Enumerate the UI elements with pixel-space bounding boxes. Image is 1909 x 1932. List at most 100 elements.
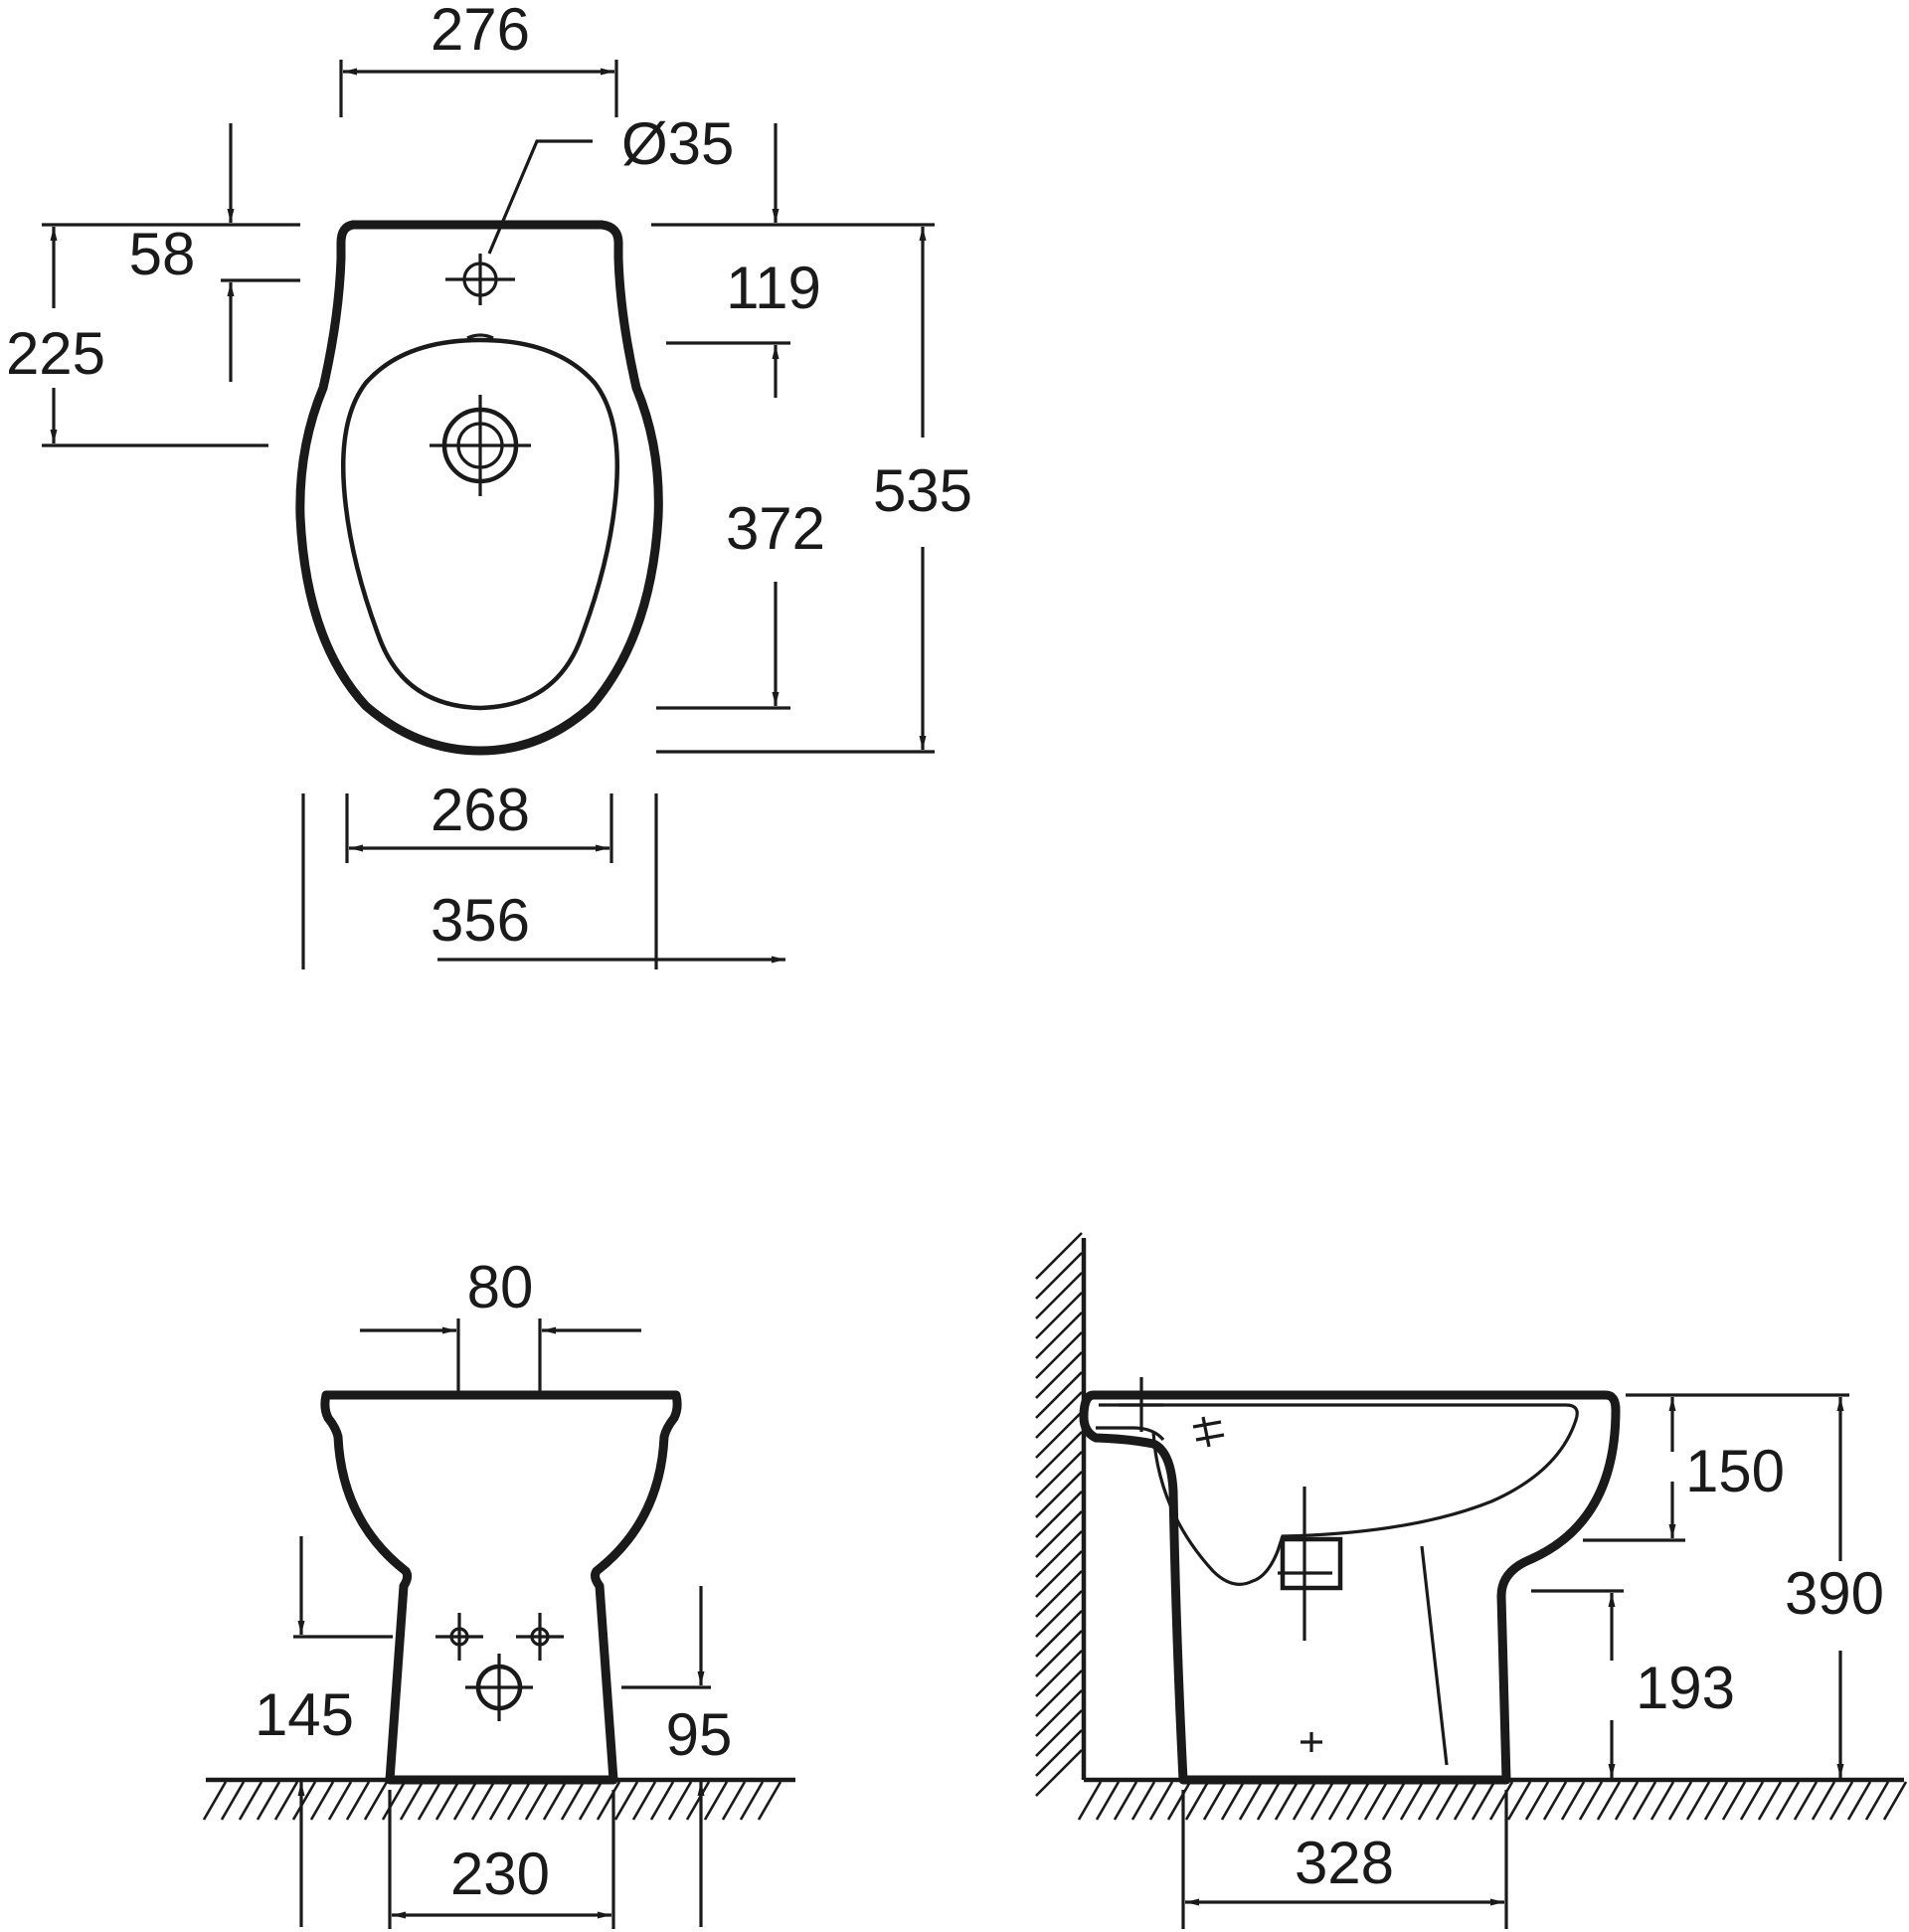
- hatch-line: [1035, 1331, 1083, 1379]
- hatch-line: [1035, 1570, 1083, 1618]
- hatch-line: [220, 1781, 246, 1821]
- hatch-line: [1035, 1292, 1083, 1339]
- hatch-line: [1238, 1781, 1264, 1821]
- dim-overall-width: 356: [431, 887, 530, 954]
- hatch-line: [1488, 1781, 1514, 1821]
- hatch-line: [1035, 1351, 1083, 1399]
- dim-inlet-height-left: 145: [255, 1681, 354, 1748]
- hatch-line: [596, 1781, 621, 1821]
- hatch-line: [649, 1781, 675, 1821]
- hatch-line: [1035, 1451, 1083, 1498]
- floor-hatching-side: [1077, 1781, 1908, 1821]
- hatch-line: [1035, 1550, 1083, 1598]
- hatch-line: [1202, 1781, 1228, 1821]
- dim-rim-to-bowl: 150: [1685, 1438, 1785, 1504]
- hatch-line: [1035, 1431, 1083, 1479]
- dim-overall-width-top: 276: [431, 0, 530, 63]
- dim-inlet-spacing: 80: [467, 1254, 534, 1320]
- hatch-line: [452, 1781, 478, 1821]
- hatch-line: [1614, 1781, 1640, 1821]
- hatch-line: [1035, 1610, 1083, 1658]
- hatch-line: [560, 1781, 586, 1821]
- hatch-line: [1811, 1781, 1836, 1821]
- hatch-line: [1035, 1252, 1083, 1300]
- hatch-line: [1292, 1781, 1317, 1821]
- hatch-line: [1632, 1781, 1657, 1821]
- bidet-outline-side: [1079, 1390, 1621, 1785]
- hatch-line: [1035, 1530, 1083, 1578]
- dim-drain-height: 95: [666, 1701, 733, 1768]
- hatch-line: [488, 1781, 514, 1821]
- hatch-line: [1035, 1709, 1083, 1757]
- side-view: 150 193 390 328: [1035, 1232, 1908, 1929]
- hatch-line: [1560, 1781, 1586, 1821]
- hatch-line: [1417, 1781, 1443, 1821]
- hatch-line: [1345, 1781, 1371, 1821]
- hatch-line: [1035, 1749, 1083, 1797]
- dim-overall-height: 390: [1785, 1560, 1884, 1627]
- hatch-line: [1035, 1689, 1083, 1737]
- hatch-line: [363, 1781, 389, 1821]
- hatch-line: [345, 1781, 371, 1821]
- dim-tap-hole-diameter: Ø35: [621, 110, 734, 177]
- hatch-line: [703, 1781, 729, 1821]
- outlet-spigot: [1280, 1536, 1343, 1591]
- hatch-line: [524, 1781, 550, 1821]
- hatch-line: [1035, 1272, 1083, 1319]
- hatch-line: [1471, 1781, 1496, 1821]
- hatch-line: [1035, 1471, 1083, 1518]
- hatch-line: [757, 1781, 782, 1821]
- hatch-line: [1184, 1781, 1210, 1821]
- dim-tap-hole-offset: 58: [129, 221, 196, 287]
- hatch-line: [578, 1781, 604, 1821]
- hatch-line: [506, 1781, 532, 1821]
- wall-hatching: [1035, 1232, 1083, 1797]
- hatch-line: [1757, 1781, 1783, 1821]
- rim-trap-line: [1096, 1426, 1165, 1442]
- hatch-line: [1721, 1781, 1747, 1821]
- front-view: 80 145 95 230: [202, 1254, 795, 1929]
- hatch-line: [1035, 1232, 1083, 1280]
- hatch-line: [327, 1781, 353, 1821]
- hatch-line: [1274, 1781, 1300, 1821]
- dim-overall-length: 535: [873, 457, 972, 524]
- hatch-line: [1256, 1781, 1282, 1821]
- hatch-line: [1703, 1781, 1729, 1821]
- dim-base-width: 230: [450, 1841, 550, 1907]
- hatch-line: [1035, 1411, 1083, 1459]
- hatch-line: [1035, 1630, 1083, 1677]
- tap-hole-icon: [445, 254, 515, 305]
- hatch-line: [1649, 1781, 1675, 1821]
- hatch-line: [1148, 1781, 1174, 1821]
- dim-bowl-start: 119: [726, 255, 821, 321]
- hatch-line: [238, 1781, 263, 1821]
- hatch-line: [399, 1781, 425, 1821]
- hatch-line: [202, 1781, 228, 1821]
- hatch-line: [1775, 1781, 1801, 1821]
- hatch-line: [1864, 1781, 1890, 1821]
- hatch-line: [1035, 1510, 1083, 1558]
- hatch-line: [1578, 1781, 1604, 1821]
- hatch-line: [1846, 1781, 1872, 1821]
- dim-base-depth: 328: [1295, 1830, 1394, 1896]
- inlet-right-icon: [516, 1613, 564, 1661]
- hatch-line: [1453, 1781, 1478, 1821]
- bidet-outline-top: [295, 220, 663, 756]
- hatch-line: [1399, 1781, 1425, 1821]
- hatch-line: [1035, 1729, 1083, 1777]
- hatch-line: [273, 1781, 299, 1821]
- hatch-line: [291, 1781, 317, 1821]
- hatch-line: [1363, 1781, 1389, 1821]
- hatch-line: [256, 1781, 281, 1821]
- bidet-outline-front: [320, 1390, 682, 1785]
- hatch-line: [1828, 1781, 1854, 1821]
- hatch-line: [1095, 1781, 1121, 1821]
- hatch-line: [721, 1781, 747, 1821]
- drain-icon: [430, 395, 531, 496]
- hatch-line: [1524, 1781, 1550, 1821]
- inlet-left-icon: [435, 1613, 483, 1661]
- hatch-line: [381, 1781, 407, 1821]
- dim-bowl-width: 268: [431, 777, 530, 843]
- hatch-line: [739, 1781, 765, 1821]
- drain-outlet-icon: [465, 1654, 533, 1721]
